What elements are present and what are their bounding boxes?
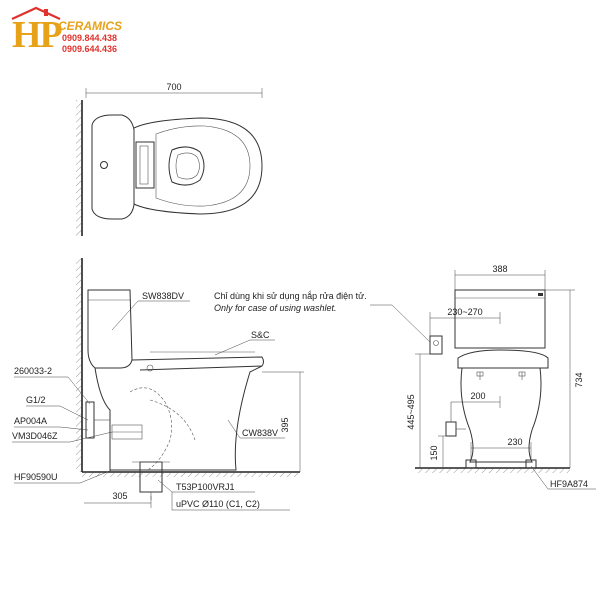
- front-bowl: [460, 367, 542, 463]
- foot-part-label: HF9A874: [550, 479, 588, 489]
- washlet-note: Chỉ dùng khi sử dụng nắp rửa điện tử. On…: [214, 291, 431, 343]
- logo: HP CERAMICS 0909.844.438 0909.644.436: [6, 6, 126, 56]
- logo-phone-1: 0909.844.438: [62, 33, 118, 43]
- top-tank: [91, 114, 135, 220]
- part-label-ap004a: AP004A: [14, 416, 47, 426]
- part-label-hf90590u: HF90590U: [14, 472, 58, 482]
- top-bowl: [133, 117, 263, 215]
- side-trapway: [129, 387, 172, 471]
- top-seat: [155, 125, 251, 207]
- logo-brand: CERAMICS: [58, 19, 123, 33]
- front-inlet-offset: 200: [470, 391, 485, 401]
- part-label-g12: G1/2: [26, 395, 46, 405]
- part-label-vm3d046z: VM3D046Z: [12, 431, 58, 441]
- side-height-dim: 395: [280, 417, 290, 432]
- washlet-outlet-box: [429, 335, 443, 355]
- logo-mark: HP: [12, 14, 63, 56]
- flush-button-icon: [100, 161, 108, 169]
- side-bowl: [94, 365, 263, 471]
- front-view: 388 230~270 734 445~495 200 230: [406, 264, 596, 490]
- house-roof-icon: [11, 6, 61, 20]
- top-view: 700: [76, 82, 263, 236]
- front-seat: [457, 349, 549, 369]
- top-bowl-opening: [168, 146, 205, 186]
- side-offset-dim: 305: [112, 491, 127, 501]
- note-vi: Chỉ dùng khi sử dụng nắp rửa điện tử.: [214, 291, 367, 301]
- side-seat: [131, 356, 264, 371]
- front-tank: [454, 289, 546, 349]
- drain-part-label: T53P100VRJ1: [176, 482, 235, 492]
- tank-model-label: SW838DV: [142, 291, 184, 301]
- seat-label: S&C: [251, 330, 270, 340]
- front-width-dim: 388: [492, 264, 507, 274]
- top-wall-hatch: [76, 100, 82, 236]
- part-label-260033-2: 260033-2: [14, 366, 52, 376]
- front-floor-dim: 150: [429, 445, 439, 460]
- bowl-model-label: CW838V: [242, 428, 278, 438]
- note-en: Only for case of using washlet.: [214, 303, 337, 313]
- front-outlet-range: 230~270: [447, 307, 482, 317]
- logo-phone-2: 0909.644.436: [62, 44, 118, 54]
- front-height-dim: 734: [574, 372, 584, 387]
- front-base-dim: 230: [507, 437, 522, 447]
- side-view: 395 305 SW838DV S&C CW838V 260033-2 G1/2: [12, 258, 304, 511]
- top-width-dim: 700: [166, 82, 181, 92]
- side-tank: [87, 289, 133, 369]
- drain-spec-label: uPVC Ø110 (C1, C2): [176, 499, 260, 509]
- front-inlet-valve: [445, 421, 457, 437]
- front-inlet-range: 445~495: [406, 394, 416, 429]
